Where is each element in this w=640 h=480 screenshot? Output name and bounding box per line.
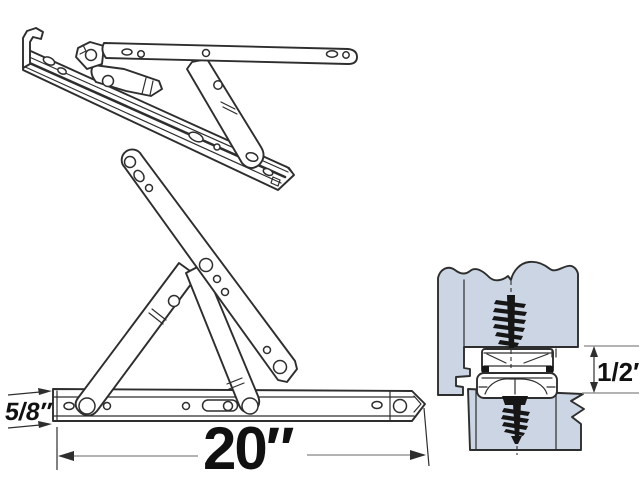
- bottom-screw-head: [502, 396, 528, 405]
- closed-track-tip-chevron: [413, 395, 422, 413]
- closed-left-link: [74, 262, 198, 417]
- open-track-end-face: [285, 165, 295, 176]
- closed-long-arm-hole: [272, 359, 288, 375]
- open-diagonal-arm-joint: [220, 101, 236, 110]
- dimension-arrow-line: [7, 424, 41, 429]
- open-track-hole: [42, 56, 56, 66]
- open-diagonal-arm-joint: [222, 106, 238, 115]
- sash-channel-section: [476, 372, 558, 399]
- open-top-arm-hole: [342, 51, 350, 59]
- dimension-track-length: 20″: [56, 407, 430, 480]
- closed-long-arm-slot-hole: [133, 169, 145, 183]
- open-diagonal-arm: [186, 58, 265, 169]
- open-track-end-bracket: [22, 27, 44, 69]
- track-length-label: 20″: [203, 415, 294, 480]
- hinge-track-section: [481, 348, 557, 374]
- closed-long-arm-hole: [212, 274, 222, 284]
- arrow-up-icon: [590, 346, 598, 357]
- open-mounting-plate-hole: [84, 48, 98, 62]
- closed-long-arm-hole: [123, 155, 137, 169]
- cross-section-view: [437, 260, 585, 455]
- extension-line-right: [423, 407, 430, 467]
- closed-track-hole: [102, 401, 112, 411]
- closed-long-arm-hole: [144, 183, 154, 193]
- open-top-arm: [101, 42, 358, 65]
- dimension-arrow-line: [7, 391, 41, 396]
- open-top-arm-hole: [325, 50, 339, 58]
- open-track-end-notch: [270, 176, 281, 187]
- closed-left-link-joint: [148, 312, 164, 325]
- closed-middle-link-joint: [228, 382, 245, 390]
- bottom-screw: [501, 396, 530, 455]
- closed-middle-link-joint: [226, 377, 243, 385]
- open-track-hole: [213, 143, 221, 151]
- closed-track-hole: [371, 400, 383, 410]
- hinge-closed-view: [52, 148, 426, 422]
- closed-left-pivot: [78, 397, 96, 415]
- closed-track-hole: [181, 401, 191, 411]
- dimension-track-height: 5/8″: [3, 388, 54, 429]
- open-top-arm-pivot-hole: [201, 48, 211, 58]
- closed-right-pivot: [241, 397, 259, 415]
- open-track-slot-hole: [188, 131, 204, 143]
- open-mounting-plate-edge: [79, 44, 87, 55]
- closed-left-link-hole: [167, 294, 181, 308]
- open-track-hole: [57, 67, 67, 75]
- track-height-label: 5/8″: [3, 398, 54, 426]
- open-link-arm-hole: [101, 74, 115, 88]
- open-diagonal-arm-pivot-hole: [245, 151, 259, 163]
- closed-long-arm-hole: [262, 345, 272, 355]
- arrow-left-icon: [58, 451, 74, 461]
- closed-track-hole: [392, 398, 408, 414]
- open-top-arm-hole: [121, 48, 133, 56]
- top-screw: [492, 295, 527, 359]
- closed-left-link-joint: [151, 308, 167, 321]
- open-diagonal-arm-hole: [213, 80, 223, 90]
- stack-height-label: 1/2″: [597, 357, 640, 387]
- closed-long-arm-pivot-hole: [198, 257, 214, 273]
- arrow-down-icon: [590, 382, 598, 393]
- open-shoe-bevel: [149, 80, 154, 96]
- closed-track-slot-hole: [222, 400, 234, 412]
- open-shoe-bevel: [141, 77, 147, 95]
- open-track-rail-line-2: [22, 65, 282, 184]
- open-top-arm-hole: [136, 49, 146, 59]
- open-track-end-hole: [262, 167, 274, 177]
- arrow-right-icon: [38, 421, 52, 428]
- closed-track-hole: [63, 401, 75, 411]
- arrow-right-icon: [38, 388, 52, 395]
- dimension-stack-height: 1/2″: [582, 345, 640, 394]
- arrow-right-icon: [410, 450, 426, 460]
- closed-long-arm-hole: [220, 287, 230, 297]
- hinge-open-view: [22, 27, 358, 191]
- bottom-screw-tip: [511, 436, 522, 444]
